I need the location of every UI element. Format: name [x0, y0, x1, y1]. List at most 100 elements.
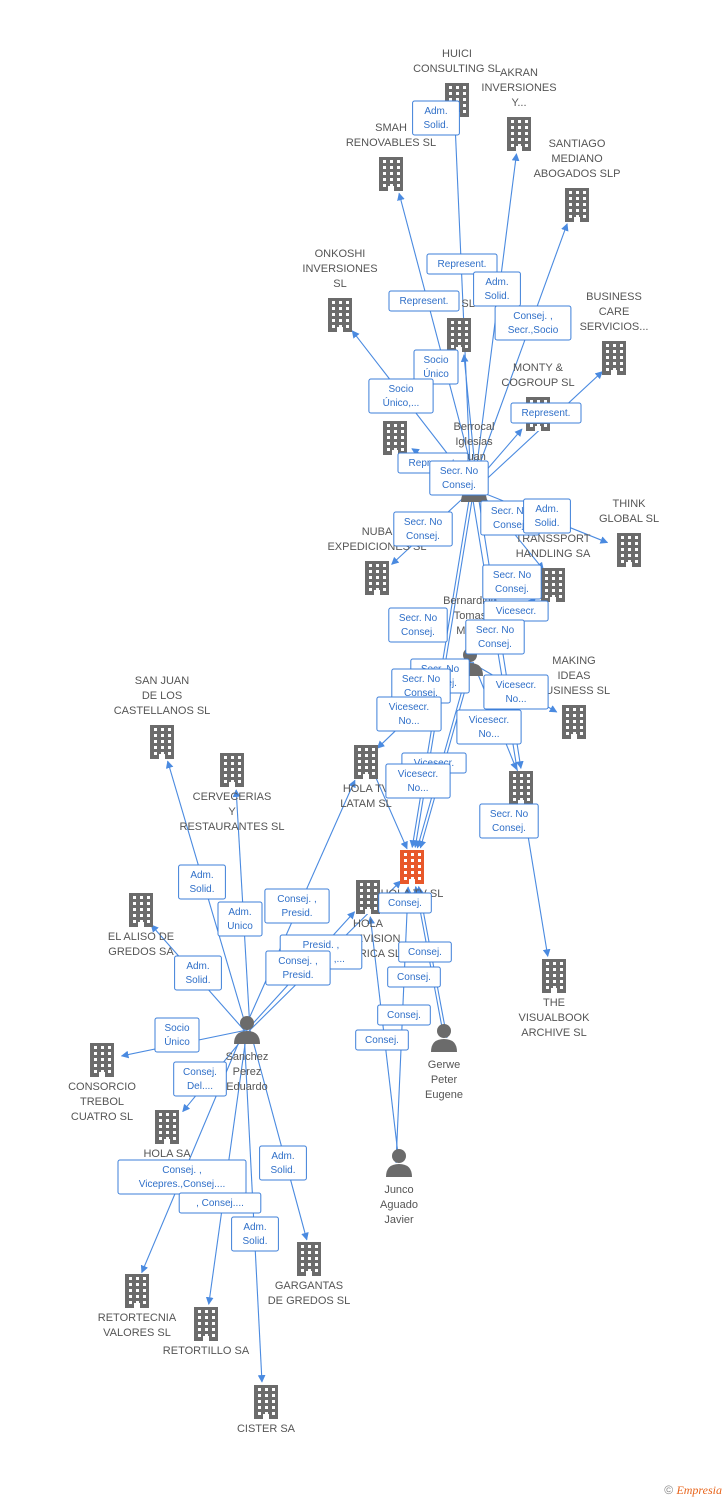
edge-label-box[interactable]: Consej. ,Presid. — [265, 950, 331, 986]
edge-label-box[interactable]: Adm.Unico — [217, 901, 263, 937]
node-label: MONTY & — [513, 362, 564, 374]
node-akran[interactable]: AKRANINVERSIONESY... — [481, 67, 557, 151]
edge-label-box[interactable]: Consej. ,Secr.,Socio — [494, 305, 572, 341]
focus-company-icon[interactable] — [400, 850, 424, 884]
company-building-icon[interactable] — [383, 421, 407, 455]
company-building-icon[interactable] — [365, 561, 389, 595]
footer-brand[interactable]: © Empresia — [664, 1483, 722, 1498]
company-building-icon[interactable] — [129, 893, 153, 927]
person-icon[interactable] — [234, 1016, 260, 1044]
edge-label-box[interactable]: Vicesecr.No... — [385, 763, 451, 799]
company-building-icon[interactable] — [542, 959, 566, 993]
node-retortillo[interactable]: RETORTILLO SA — [163, 1307, 250, 1357]
company-building-icon[interactable] — [297, 1242, 321, 1276]
company-building-icon[interactable] — [356, 880, 380, 914]
edge-label-box[interactable]: Represent. — [426, 253, 498, 275]
node-label: SANTIAGO — [549, 138, 606, 150]
company-building-icon[interactable] — [602, 341, 626, 375]
edge-label-box[interactable]: Adm.Solid. — [174, 955, 222, 991]
edge-label-box[interactable]: Consej. — [387, 966, 441, 988]
edge-label-box[interactable]: Consej.Del.... — [173, 1061, 227, 1097]
company-building-icon[interactable] — [328, 298, 352, 332]
node-business[interactable]: BUSINESSCARESERVICIOS... — [580, 291, 649, 375]
edge-label-box[interactable]: Consej. — [377, 1004, 431, 1026]
company-building-icon[interactable] — [447, 318, 471, 352]
company-building-icon[interactable] — [155, 1110, 179, 1144]
company-building-icon[interactable] — [562, 705, 586, 739]
company-building-icon[interactable] — [617, 533, 641, 567]
edge-label-box[interactable]: Vicesecr. — [483, 600, 549, 622]
company-building-icon[interactable] — [254, 1385, 278, 1419]
company-building-icon[interactable] — [565, 188, 589, 222]
person-icon[interactable] — [431, 1024, 457, 1052]
edge-label-box[interactable]: Vicesecr.No... — [376, 696, 442, 732]
node-label: ONKOSHI — [315, 248, 366, 260]
edge-label-box[interactable]: Represent. — [388, 290, 460, 312]
edge-label-box[interactable]: Adm.Solid. — [523, 498, 571, 534]
edge-label-box[interactable]: Adm.Solid. — [473, 271, 521, 307]
edge-label-box[interactable]: SocioÚnico,... — [368, 378, 434, 414]
node-cister[interactable]: CISTER SA — [237, 1385, 296, 1435]
company-building-icon[interactable] — [509, 771, 533, 805]
node-label: Eugene — [425, 1089, 463, 1101]
edge-label-box[interactable]: , Consej.... — [178, 1192, 262, 1214]
edge-label-text: Secr. No — [490, 809, 529, 820]
node-label: Berrocal — [454, 421, 495, 433]
node-label: COGROUP SL — [501, 377, 574, 389]
edge-label-box[interactable]: Adm.Solid. — [259, 1145, 307, 1181]
edge-label-box[interactable]: Vicesecr.No... — [483, 674, 549, 710]
company-building-icon[interactable] — [90, 1043, 114, 1077]
company-building-icon[interactable] — [507, 117, 531, 151]
node-label: Perez — [233, 1066, 262, 1078]
edge-label-text: Vicesecr. — [496, 606, 536, 617]
company-building-icon[interactable] — [150, 725, 174, 759]
node-label: THE — [543, 997, 565, 1009]
edge-label-box[interactable]: Adm.Solid. — [412, 100, 460, 136]
company-building-icon[interactable] — [354, 745, 378, 779]
node-label: GREDOS SA — [108, 946, 174, 958]
edge-label-box[interactable]: Consej. — [398, 941, 452, 963]
edge-label-box[interactable]: Consej. ,Presid. — [264, 888, 330, 924]
edge-label-box[interactable]: Represent. — [510, 402, 582, 424]
edge-label-box[interactable]: Adm.Solid. — [231, 1216, 279, 1252]
relationship-edge — [451, 119, 472, 489]
company-building-icon[interactable] — [220, 753, 244, 787]
company-building-icon[interactable] — [541, 568, 565, 602]
edge-label-box[interactable]: Vicesecr.No... — [456, 709, 522, 745]
node-label: EL ALISO DE — [108, 931, 174, 943]
edge-label-box[interactable]: Consej. — [355, 1029, 409, 1051]
edge-label-box[interactable]: Adm.Solid. — [178, 864, 226, 900]
company-building-icon[interactable] — [379, 157, 403, 191]
node-holasa[interactable]: HOLA SA — [143, 1110, 191, 1160]
node-elaliso[interactable]: EL ALISO DE GREDOS SA — [108, 893, 174, 958]
edge-label-box[interactable]: Consej. ,Vicepres.,Consej.... — [117, 1159, 247, 1195]
company-building-icon[interactable] — [194, 1307, 218, 1341]
person-icon[interactable] — [386, 1149, 412, 1177]
company-building-icon[interactable] — [125, 1274, 149, 1308]
edge-label-box[interactable]: Consej. — [378, 892, 432, 914]
